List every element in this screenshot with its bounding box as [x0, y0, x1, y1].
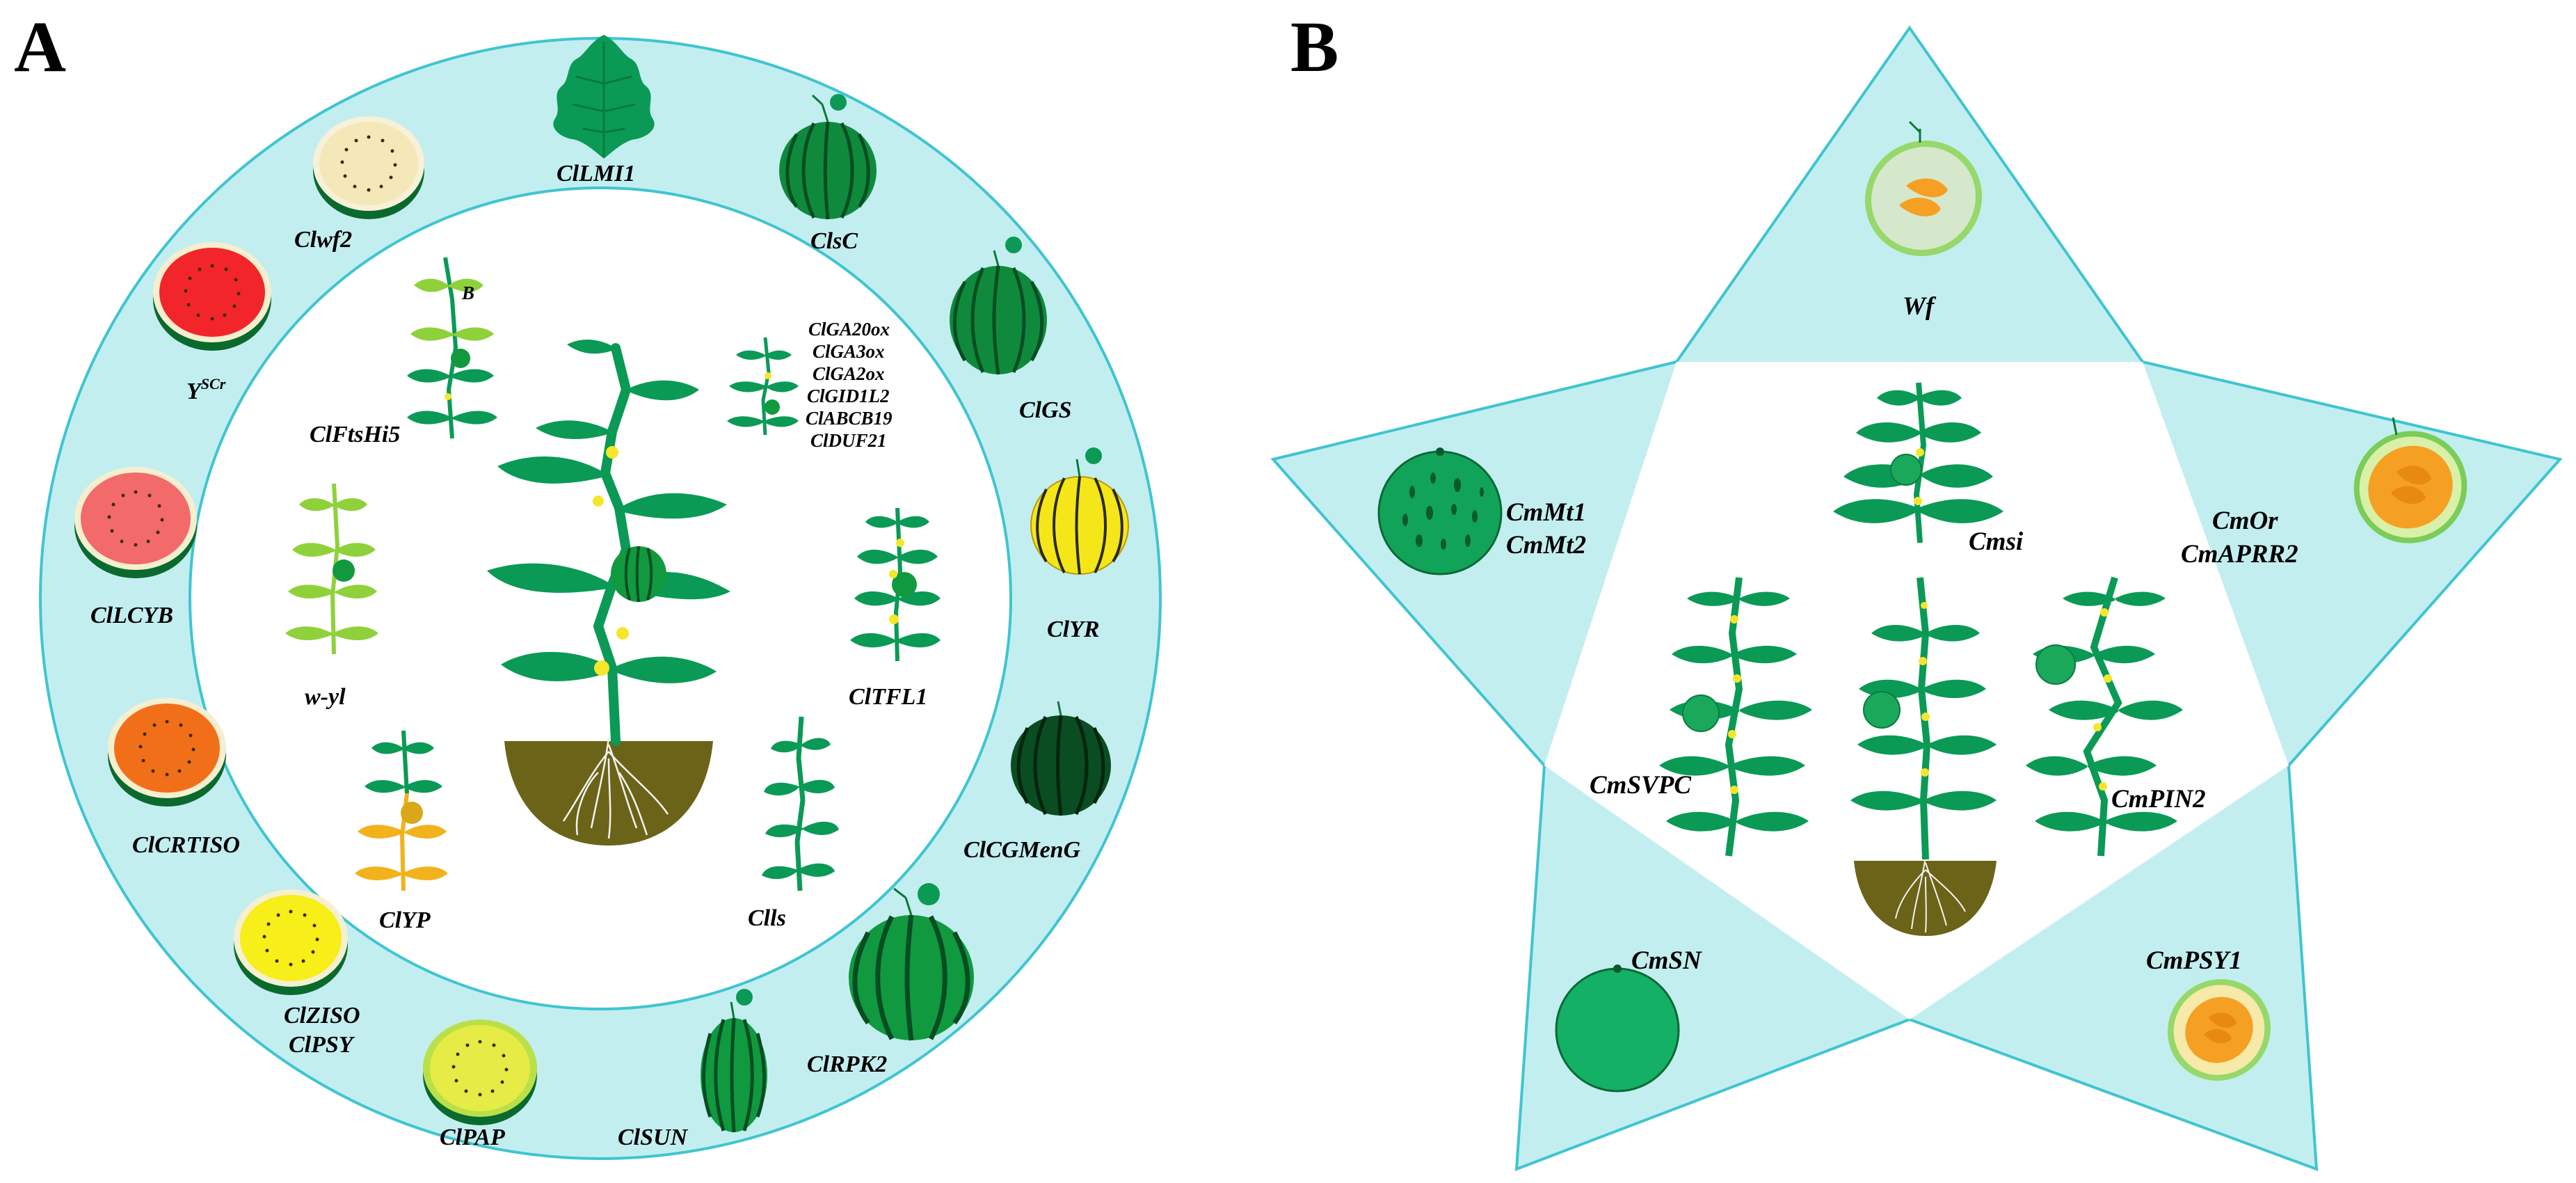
gene-label-cmsn: CmSN [1631, 946, 1702, 975]
lobed-leaf-icon [553, 35, 655, 159]
red-flesh-slice-icon [153, 242, 271, 351]
gene-label-cmaprr2: CmAPRR2 [2181, 540, 2298, 569]
plant-label-clgid1l2: ClGID1L2 [807, 386, 890, 406]
plant-clftshi5: B [407, 257, 497, 439]
plant-label-clyp: ClYP [379, 907, 431, 933]
plant-label-cltfl1: ClTFL1 [849, 684, 927, 710]
flower-icons [593, 446, 629, 676]
pink-flesh-slice-icon [74, 467, 197, 578]
seed-ring [451, 1040, 509, 1097]
watermelon-whole-icon [950, 237, 1047, 375]
gene-label-clgs: ClGS [1019, 397, 1072, 423]
gene-label-clsun: ClSUN [618, 1125, 689, 1150]
plant-leaves [487, 340, 730, 683]
central-melon-plant [1850, 577, 1997, 936]
seed-ring [107, 490, 164, 547]
plant-label-clftshi5: ClFtsHi5 [310, 422, 400, 447]
gene-label-cmmt2: CmMt2 [1506, 531, 1586, 559]
gene-label-clcrtiso: ClCRTISO [132, 832, 240, 858]
white-flesh-slice-icon [313, 116, 424, 219]
gene-label-clpap: ClPAP [440, 1125, 505, 1150]
fruit-icon [611, 546, 666, 602]
gene-label-wf: Wf [1903, 292, 1937, 321]
melon-slice-icon [1864, 120, 1983, 256]
gene-label-cllmi1: ClLMI1 [557, 161, 635, 186]
oblong-watermelon-icon [701, 989, 767, 1133]
gene-label-clziso: ClZISO [284, 1003, 360, 1029]
gene-label-clcgmeng: ClCGMenG [963, 837, 1081, 863]
seed-ring [184, 264, 241, 321]
gene-label-clpsy: ClPSY [289, 1032, 355, 1058]
panel-b: B Wf CmMt1 CmMt2 [1270, 7, 2563, 1171]
panel-a-letter: A [14, 7, 66, 87]
roots [562, 737, 669, 839]
plant-cmsvpc [1659, 577, 1812, 857]
gene-label-clrpk2: ClRPK2 [807, 1051, 887, 1077]
yellow-flesh-slice-icon [234, 889, 348, 995]
plant-label-clga2ox: ClGA2ox [813, 363, 885, 384]
panel-b-letter: B [1290, 7, 1338, 87]
melon-slice-orange-icon [2353, 417, 2467, 543]
plant-label-clga20ox: ClGA20ox [808, 319, 890, 340]
gene-label-cmpsy1: CmPSY1 [2146, 946, 2242, 975]
plant-cmpin2 [2026, 576, 2183, 857]
seed-ring [138, 720, 195, 777]
plant-label-w-yl: w-yl [305, 684, 346, 710]
plant-label-clabcb19: ClABCB19 [806, 408, 893, 429]
round-melon-icon [1555, 964, 1680, 1093]
gene-label-clwf2: Clwf2 [294, 227, 352, 253]
soil-pot [504, 741, 713, 845]
plant-w-yl [285, 483, 378, 655]
plant-clga [727, 337, 799, 436]
gene-label-clsc: ClsC [810, 228, 858, 254]
round-watermelon-icon [849, 883, 974, 1041]
plant-cmsi [1833, 382, 2003, 543]
seed-ring [262, 910, 319, 967]
gene-label-cllcyb: ClLCYB [90, 603, 173, 628]
plant-label-clls: Clls [748, 905, 786, 931]
yellow-rind-watermelon-icon [1030, 447, 1129, 575]
inner-circle [189, 186, 1012, 1010]
gene-label-yscr: YSCr [186, 375, 226, 404]
svg-text:B: B [461, 283, 474, 303]
gene-label-cmmt1: CmMt1 [1506, 498, 1586, 527]
plant-cltfl1 [850, 507, 941, 662]
orange-flesh-slice-icon [108, 698, 226, 807]
plant-clls [762, 716, 839, 891]
central-watermelon-plant [487, 340, 730, 845]
dark-rind-watermelon-icon [1011, 701, 1111, 816]
seed-ring [340, 135, 397, 192]
gene-label-clyr: ClYR [1047, 617, 1100, 642]
panel-a: A ClLMI1 ClsC ClGS [14, 7, 1162, 1160]
plant-label-cmsi: Cmsi [1969, 527, 2024, 556]
pale-yellow-flesh-slice-icon [423, 1019, 537, 1125]
mottled-melon-icon [1377, 447, 1503, 575]
plant-label-clga3ox: ClGA3ox [813, 341, 885, 362]
melon-slice-orange-icon [2167, 978, 2271, 1081]
gene-label-cmor: CmOr [2212, 507, 2278, 535]
plant-label-cmpin2: CmPIN2 [2111, 785, 2206, 813]
plant-clyp [355, 730, 448, 891]
plant-label-cmsvpc: CmSVPC [1590, 771, 1692, 800]
plant-label-clduf21: ClDUF21 [810, 430, 887, 451]
watermelon-whole-icon [779, 94, 877, 220]
